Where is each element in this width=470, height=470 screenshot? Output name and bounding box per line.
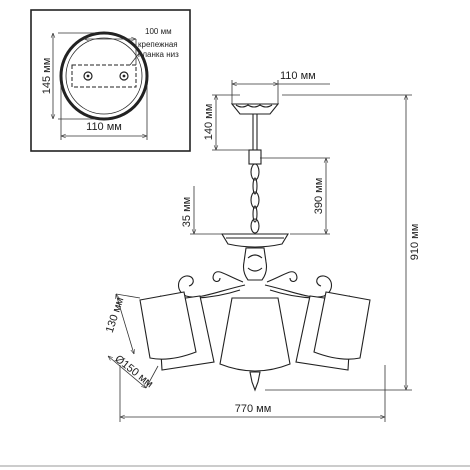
label-shade-diameter: Ø150 мм xyxy=(112,353,155,390)
label-total-width: 770 мм xyxy=(235,403,272,415)
column-ornament xyxy=(247,254,263,272)
shade-right-front xyxy=(313,291,371,360)
body-cup xyxy=(221,233,289,248)
inset-frame xyxy=(30,9,191,152)
dim-shade-height xyxy=(116,294,134,354)
bar-note-leader xyxy=(129,51,141,66)
arm-left-inner xyxy=(177,275,246,298)
shade-center xyxy=(219,297,291,372)
dim-shade-diameter-ext xyxy=(145,365,159,389)
inset-width-label: 110 мм xyxy=(86,121,122,133)
chain-link xyxy=(252,177,258,195)
rod-coupler xyxy=(248,149,262,165)
arm-left-top-scroll xyxy=(212,271,244,283)
chain-link xyxy=(252,205,258,223)
label-chain: 390 мм xyxy=(313,178,325,215)
screw-dot-left xyxy=(86,74,90,78)
canopy-outer-ring xyxy=(59,31,149,121)
chain-link xyxy=(250,163,260,181)
dim-shade-height-ext xyxy=(115,293,141,299)
screw-dot-right xyxy=(122,74,126,78)
label-canopy-drop: 140 мм xyxy=(203,104,215,141)
bar-note-line2: планка низ xyxy=(138,50,179,59)
arm-right-inner xyxy=(264,275,333,298)
chain-link xyxy=(250,218,260,234)
label-shade-height: 130 мм xyxy=(104,296,127,334)
bar-note-line1: крепежная xyxy=(138,40,178,49)
dim-shade-diameter xyxy=(108,356,146,388)
bottom-finial xyxy=(249,371,261,392)
mounting-inset: 110 мм 145 мм 100 мм крепежная планка ни… xyxy=(30,9,191,152)
label-total-height: 910 мм xyxy=(409,224,421,261)
label-cup: 35 мм xyxy=(181,197,193,227)
shade-left-front xyxy=(139,291,197,360)
bar-size-label: 100 мм xyxy=(145,27,172,36)
canopy-inner-ring xyxy=(65,37,143,115)
body-column xyxy=(242,247,268,281)
canopy-ornament xyxy=(235,104,273,108)
chain xyxy=(250,163,260,234)
chandelier xyxy=(139,103,371,392)
mounting-bar xyxy=(71,64,137,88)
inset-height-label: 145 мм xyxy=(41,58,53,95)
label-canopy-width: 110 мм xyxy=(280,70,316,82)
chain-link xyxy=(250,191,260,209)
arm-right-top-scroll xyxy=(266,271,298,283)
